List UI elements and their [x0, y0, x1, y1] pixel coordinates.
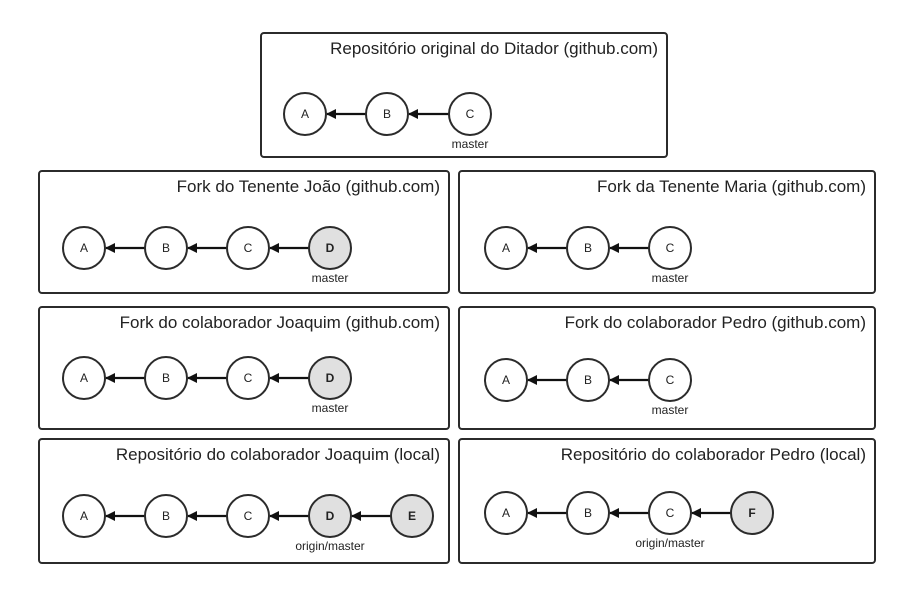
commit-label: C [244, 241, 253, 255]
commit-node-c: C [648, 491, 692, 535]
commit-label: C [244, 509, 253, 523]
commit-node-b: B [365, 92, 409, 136]
commit-label: A [80, 509, 88, 523]
commit-node-a: A [484, 491, 528, 535]
commit-label: A [80, 241, 88, 255]
commit-label: C [666, 241, 675, 255]
commit-label: B [584, 373, 592, 387]
commit-node-e: E [390, 494, 434, 538]
commit-label: A [502, 373, 510, 387]
panel-ditador: Repositório original do Ditador (github.… [260, 32, 668, 158]
commit-node-b: B [566, 226, 610, 270]
commit-label: B [162, 371, 170, 385]
panel-title: Repositório original do Ditador (github.… [330, 39, 658, 58]
branch-ref-label: master [452, 137, 489, 151]
panel-pedro-local: Repositório do colaborador Pedro (local)… [458, 438, 876, 564]
commit-node-c: C [648, 226, 692, 270]
branch-ref-label: master [312, 271, 349, 285]
commit-node-b: B [144, 226, 188, 270]
branch-ref-label: master [312, 401, 349, 415]
commit-node-b: B [566, 358, 610, 402]
commit-node-d: D [308, 494, 352, 538]
commit-node-a: A [62, 494, 106, 538]
panel-joaquim-local: Repositório do colaborador Joaquim (loca… [38, 438, 450, 564]
commit-label: E [408, 509, 416, 523]
branch-ref-label: origin/master [295, 539, 364, 553]
commit-node-a: A [283, 92, 327, 136]
commit-node-c: C [226, 494, 270, 538]
commit-node-a: A [484, 226, 528, 270]
commit-label: A [502, 241, 510, 255]
commit-label: B [584, 506, 592, 520]
panel-title: Fork do Tenente João (github.com) [176, 177, 440, 196]
commit-node-b: B [144, 356, 188, 400]
panel-title: Repositório do colaborador Pedro (local) [560, 445, 866, 464]
commit-node-c: C [226, 356, 270, 400]
commit-label: A [502, 506, 510, 520]
commit-label: C [244, 371, 253, 385]
commit-label: D [326, 241, 335, 255]
commit-node-c: C [448, 92, 492, 136]
commit-node-b: B [144, 494, 188, 538]
commit-label: C [666, 373, 675, 387]
commit-node-d: D [308, 356, 352, 400]
commit-label: B [383, 107, 391, 121]
commit-label: F [748, 506, 755, 520]
panel-title: Fork do colaborador Joaquim (github.com) [119, 313, 440, 332]
commit-label: C [466, 107, 475, 121]
commit-label: B [162, 509, 170, 523]
panel-title: Fork do colaborador Pedro (github.com) [564, 313, 866, 332]
commit-label: A [80, 371, 88, 385]
branch-ref-label: master [652, 403, 689, 417]
commit-label: B [162, 241, 170, 255]
commit-label: B [584, 241, 592, 255]
commit-node-a: A [62, 356, 106, 400]
panel-title: Repositório do colaborador Joaquim (loca… [115, 445, 440, 464]
panel-joaquim-fork: Fork do colaborador Joaquim (github.com)… [38, 306, 450, 430]
commit-node-a: A [62, 226, 106, 270]
commit-node-c: C [648, 358, 692, 402]
panel-title: Fork da Tenente Maria (github.com) [597, 177, 866, 196]
commit-label: A [301, 107, 309, 121]
commit-label: D [326, 509, 335, 523]
commit-node-b: B [566, 491, 610, 535]
commit-node-a: A [484, 358, 528, 402]
commit-label: C [666, 506, 675, 520]
branch-ref-label: master [652, 271, 689, 285]
commit-node-d: D [308, 226, 352, 270]
commit-node-f: F [730, 491, 774, 535]
panel-pedro-fork: Fork do colaborador Pedro (github.com) A… [458, 306, 876, 430]
commit-node-c: C [226, 226, 270, 270]
branch-ref-label: origin/master [635, 536, 704, 550]
commit-label: D [326, 371, 335, 385]
